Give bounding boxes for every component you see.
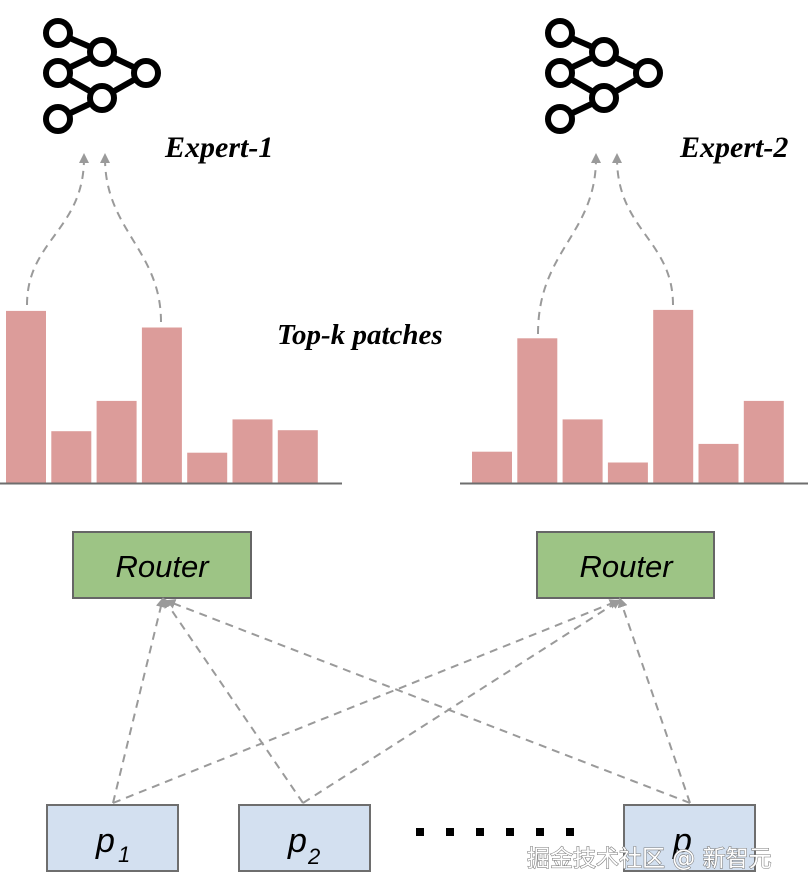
- bar-1: [472, 451, 512, 483]
- topk-arrow: [612, 153, 674, 306]
- topk-patches-label: Top-k patches: [277, 319, 443, 351]
- bar-4: [607, 462, 648, 483]
- expert-1-bar-chart: [0, 310, 342, 485]
- bar-2: [517, 338, 558, 483]
- neural-network-icon: [545, 18, 663, 134]
- bar-4: [141, 327, 182, 483]
- neural-network-icon: [43, 18, 161, 134]
- patch-to-router-arrow: [617, 597, 691, 804]
- router-1-label: Router: [115, 549, 210, 584]
- patch-to-router-arrow: [302, 599, 622, 804]
- patch-to-router-arrow: [165, 599, 691, 804]
- expert-1-label: Expert-1: [164, 131, 273, 164]
- patch-2-subscript: 2: [307, 844, 320, 869]
- bar-3: [96, 400, 137, 483]
- router-2: Router: [536, 531, 715, 599]
- expert-2-bar-chart: [460, 309, 808, 485]
- ellipsis-dots: [416, 828, 574, 836]
- patch-to-router-arrow: [163, 597, 304, 804]
- bar-1: [6, 310, 46, 483]
- bar-2: [51, 431, 92, 483]
- patch-to-router-arrow: [112, 597, 166, 804]
- patch-1-label: p: [95, 822, 115, 860]
- patch-1: p 1: [46, 804, 179, 872]
- topk-arrow: [26, 153, 89, 306]
- bar-6: [232, 419, 273, 483]
- bar-5: [187, 452, 228, 483]
- patch-2-label: p: [287, 822, 307, 860]
- bar-6: [698, 443, 739, 483]
- bar-7: [277, 430, 318, 483]
- expert-2-label: Expert-2: [679, 131, 788, 164]
- watermark: 掘金技术社区 @ 新智元: [527, 846, 772, 872]
- topk-arrow: [537, 153, 601, 335]
- patch-n-label: p: [672, 822, 692, 860]
- bar-3: [562, 419, 603, 483]
- router-1: Router: [72, 531, 252, 599]
- bar-5: [653, 309, 694, 483]
- topk-arrow: [100, 153, 162, 323]
- patch-to-router-arrow: [112, 599, 620, 804]
- patch-n: p: [623, 804, 756, 872]
- patch-1-subscript: 1: [118, 842, 130, 867]
- router-2-label: Router: [579, 549, 674, 584]
- patch-2: p 2: [238, 804, 371, 872]
- bar-7: [743, 400, 784, 483]
